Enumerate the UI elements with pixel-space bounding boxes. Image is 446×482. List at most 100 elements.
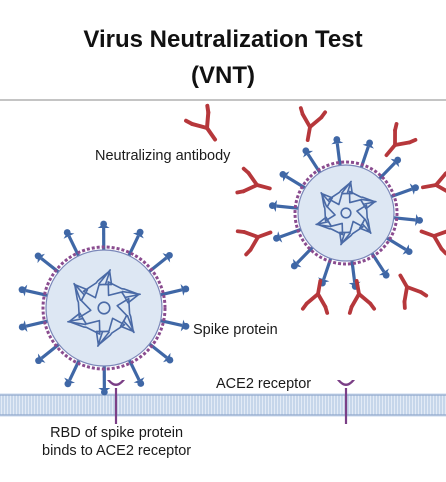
spike-tip: [34, 252, 42, 260]
antibody-fc: [354, 279, 361, 296]
antibody-arm: [246, 170, 259, 187]
spike-tip: [273, 234, 280, 242]
spike: [35, 341, 62, 365]
antibody: [419, 229, 446, 256]
spike-head: [132, 232, 144, 239]
spike: [126, 228, 144, 259]
spike: [18, 284, 50, 298]
spike-stalk: [350, 258, 357, 283]
antibody-tip: [439, 246, 446, 256]
spike: [279, 170, 308, 191]
spike: [290, 244, 316, 270]
antibody-arm: [205, 110, 211, 130]
cell-membrane: [0, 393, 446, 417]
rna-core: [340, 207, 352, 219]
membrane-band: [0, 393, 446, 417]
spike-stalk: [335, 143, 342, 168]
spike-tip: [182, 322, 190, 330]
virus-binding: [18, 220, 190, 396]
rna-coil: [107, 281, 141, 304]
antibody-tip: [319, 110, 328, 120]
rbd-label-line2: binds to ACE2 receptor: [42, 443, 192, 459]
antibody-arm: [434, 183, 446, 195]
antibody-tip: [419, 290, 429, 298]
antibody-tip: [323, 304, 330, 315]
spike-tip: [302, 147, 310, 155]
spike-head: [63, 232, 75, 239]
spike-tip: [394, 156, 402, 164]
virus-body: [45, 249, 163, 367]
antibody-tip: [407, 137, 418, 145]
spike: [376, 156, 402, 182]
spike: [158, 284, 190, 297]
antibody-arm: [393, 140, 412, 147]
spike-tip: [290, 262, 298, 270]
receptor-head: [337, 380, 355, 386]
receptor-head: [107, 380, 125, 386]
spike: [63, 229, 81, 259]
spike-stalk: [158, 318, 183, 328]
spike-stalk: [376, 161, 397, 182]
antibody-fc: [419, 229, 436, 238]
antibody-arm: [357, 292, 373, 306]
spike-tip: [35, 357, 42, 365]
spike: [64, 357, 82, 388]
spike-tip: [416, 216, 424, 224]
antibody-arm: [189, 121, 209, 130]
antibody-arm: [434, 171, 446, 187]
antibody: [398, 273, 429, 310]
rna-coil: [356, 204, 372, 235]
virus-neutralized: [268, 136, 424, 290]
antibody-fc: [398, 273, 409, 289]
rna-coil: [315, 216, 344, 236]
spike: [331, 136, 344, 168]
spike-tip: [166, 356, 174, 364]
antibody-fc: [316, 279, 323, 296]
spike-tip: [63, 229, 71, 236]
spike: [384, 235, 413, 256]
ace2-receptors: [107, 380, 355, 424]
antibody-tip: [241, 166, 251, 175]
spike: [127, 357, 145, 387]
rbd-binding-label: RBD of spike protein binds to ACE2 recep…: [42, 424, 191, 460]
spike-stalk: [25, 288, 50, 298]
spike-tip: [100, 388, 108, 396]
spike-tip: [100, 220, 108, 228]
antibody-fc: [305, 125, 312, 142]
spike: [158, 318, 190, 332]
spike-tip: [182, 285, 190, 293]
diagram-title-line2: (VNT): [191, 62, 255, 89]
rna-coil: [328, 180, 354, 206]
spike-tip: [136, 228, 144, 236]
antibody-arm: [242, 230, 260, 239]
antibody-tip: [402, 299, 407, 310]
spike-tip: [382, 271, 390, 279]
spike-protein-label: Spike protein: [193, 322, 278, 338]
spike-tip: [405, 248, 413, 256]
diagram-title-line1: Virus Neutralization Test: [83, 26, 363, 53]
virus-envelope: [293, 160, 399, 266]
antibody-arm: [432, 234, 444, 251]
rna-coil: [95, 317, 126, 347]
antibody: [384, 122, 418, 158]
antibody-free: [184, 103, 218, 142]
antibody-arm: [349, 292, 361, 309]
antibody-arm: [405, 285, 423, 295]
antibody: [235, 229, 273, 257]
antibody-arm: [316, 292, 328, 309]
antibody-arm: [300, 112, 312, 129]
rna-coil: [116, 297, 135, 334]
antibody-fc: [384, 143, 397, 158]
spike-tip: [412, 184, 419, 192]
antibody-arm: [248, 235, 260, 252]
rna-coil: [338, 220, 364, 246]
antibodies: [184, 103, 446, 315]
spike-tip: [137, 380, 145, 387]
antibody: [300, 279, 330, 315]
spike-tip: [18, 286, 26, 294]
rna-coil: [67, 312, 101, 335]
virus-envelope: [41, 245, 167, 371]
spike-tip: [64, 380, 72, 388]
spike-tip: [18, 323, 26, 331]
ace2-receptor-free: [337, 380, 355, 424]
